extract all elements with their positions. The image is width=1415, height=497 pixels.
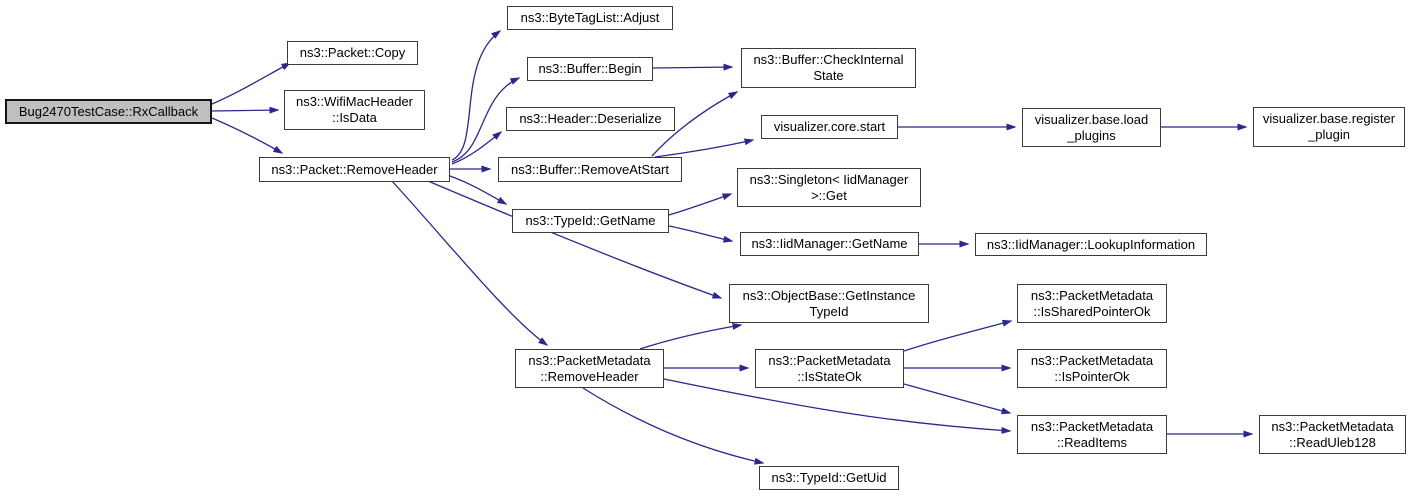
node-packetmetadata-removeheader[interactable]: ns3::PacketMetadata ::RemoveHeader xyxy=(515,349,664,388)
node-objectbase-getinstancetypeid[interactable]: ns3::ObjectBase::GetInstance TypeId xyxy=(729,284,929,323)
node-header-deserialize[interactable]: ns3::Header::Deserialize xyxy=(506,107,675,131)
node-buffer-removeatstart[interactable]: ns3::Buffer::RemoveAtStart xyxy=(498,157,682,182)
edge-packet-removeheader-packetmetadata-removeheader xyxy=(391,180,549,346)
node-iidmanager-lookupinformation[interactable]: ns3::IidManager::LookupInformation xyxy=(975,233,1207,256)
node-packetmetadata-readitems[interactable]: ns3::PacketMetadata ::ReadItems xyxy=(1017,415,1167,454)
node-visualizer-core-start[interactable]: visualizer.core.start xyxy=(761,115,898,139)
edge-rx-callback-packet-removeheader xyxy=(211,117,284,154)
node-packetmetadata-isstateok[interactable]: ns3::PacketMetadata ::IsStateOk xyxy=(755,349,904,388)
edge-packet-removeheader-bytetaglist-adjust xyxy=(451,30,502,161)
edge-packetmetadata-removeheader-typeid-getuid xyxy=(582,387,765,465)
edge-packetmetadata-isstateok-packetmetadata-readitems xyxy=(903,383,1012,415)
node-packetmetadata-ispointerok[interactable]: ns3::PacketMetadata ::IsPointerOk xyxy=(1017,349,1167,388)
edge-typeid-getname-singleton-iidmanager-get xyxy=(668,193,733,216)
edge-packet-removeheader-objectbase-getinstancetypeid xyxy=(427,180,723,299)
node-singleton-iidmanager-get[interactable]: ns3::Singleton< IidManager >::Get xyxy=(737,168,921,207)
node-visualizer-base-load-plugins[interactable]: visualizer.base.load _plugins xyxy=(1022,108,1161,147)
node-buffer-checkinternalstate[interactable]: ns3::Buffer::CheckInternal State xyxy=(741,48,916,88)
node-wifimacheader-isdata[interactable]: ns3::WifiMacHeader ::IsData xyxy=(284,90,425,130)
node-visualizer-base-register-plugin[interactable]: visualizer.base.register _plugin xyxy=(1253,107,1405,147)
node-packet-removeheader[interactable]: ns3::Packet::RemoveHeader xyxy=(259,157,450,182)
edge-typeid-getname-iidmanager-getname xyxy=(668,225,734,243)
node-typeid-getname[interactable]: ns3::TypeId::GetName xyxy=(512,209,669,233)
node-packetmetadata-readuleb128[interactable]: ns3::PacketMetadata ::ReadUleb128 xyxy=(1259,415,1406,454)
edge-rx-callback-packet-copy xyxy=(211,62,292,105)
edge-packetmetadata-removeheader-objectbase-getinstancetypeid xyxy=(639,322,743,350)
node-iidmanager-getname[interactable]: ns3::IidManager::GetName xyxy=(740,232,919,256)
edge-packet-removeheader-header-deserialize xyxy=(451,131,503,165)
edge-buffer-begin-buffer-checkinternalstate xyxy=(652,63,734,71)
node-bytetaglist-adjust[interactable]: ns3::ByteTagList::Adjust xyxy=(507,6,673,30)
node-buffer-begin[interactable]: ns3::Buffer::Begin xyxy=(527,57,653,81)
edge-rx-callback-wifimacheader-isdata xyxy=(211,106,280,114)
edge-packet-removeheader-buffer-begin xyxy=(451,77,521,163)
node-packet-copy[interactable]: ns3::Packet::Copy xyxy=(287,41,418,65)
edge-buffer-removeatstart-visualizer-core-start xyxy=(654,138,755,158)
node-rx-callback[interactable]: Bug2470TestCase::RxCallback xyxy=(5,99,212,124)
node-typeid-getuid[interactable]: ns3::TypeId::GetUid xyxy=(759,466,899,490)
edge-packet-removeheader-typeid-getname xyxy=(449,175,508,205)
edge-buffer-removeatstart-buffer-checkinternalstate xyxy=(651,91,739,157)
edge-packetmetadata-isstateok-packetmetadata-issharedpointerok xyxy=(903,319,1013,352)
edge-packetmetadata-removeheader-packetmetadata-readitems xyxy=(663,378,1012,434)
node-packetmetadata-issharedpointerok[interactable]: ns3::PacketMetadata ::IsSharedPointerOk xyxy=(1017,284,1167,323)
